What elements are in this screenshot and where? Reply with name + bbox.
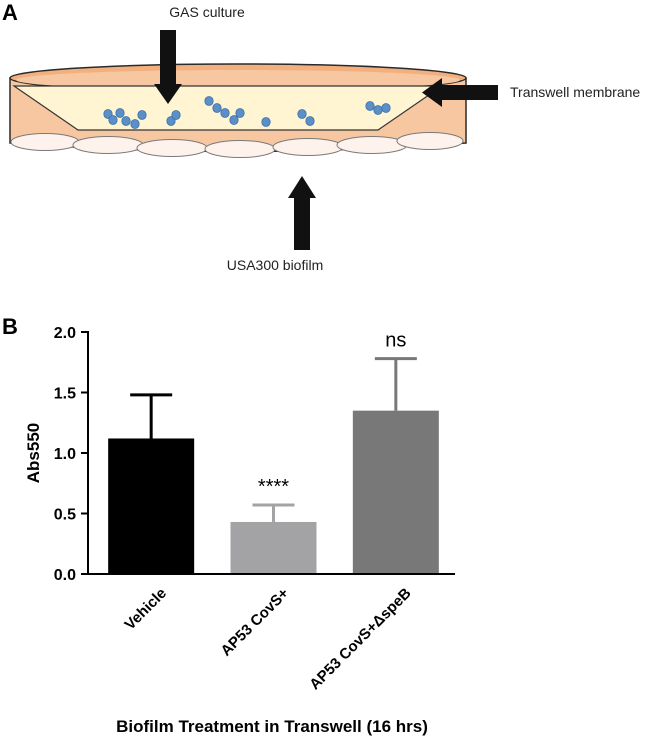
x-category-labels: Vehicle AP53 CovS+AP53 CovS+ΔspeB <box>121 585 414 694</box>
bar <box>108 438 195 574</box>
gas-culture-label: GAS culture <box>169 4 245 20</box>
y-axis-ticks: 0.0 0.5 1.0 1.5 2.0 <box>54 325 88 584</box>
significance-labels: **** ns <box>258 330 406 498</box>
error-bars <box>130 357 417 522</box>
dish-inner <box>16 70 460 90</box>
bar-chart: Abs550 0.0 0.5 1.0 1.5 2.0 **** ns Vehicle AP5… <box>24 325 455 736</box>
biofilm-arrow <box>288 176 316 250</box>
petri-dish-diagram <box>9 63 467 158</box>
biofilm-cells <box>10 132 464 158</box>
bars <box>108 410 439 574</box>
panel-a-letter: A <box>2 0 18 25</box>
x-category-label: AP53 CovS+ΔspeB <box>306 585 414 693</box>
y-tick-label: 2.0 <box>54 325 76 342</box>
y-tick-label: 0.5 <box>54 507 76 524</box>
y-axis-title: Abs550 <box>24 423 43 483</box>
bar <box>352 410 439 574</box>
significance-label: **** <box>258 476 289 498</box>
x-category-label: AP53 CovS+ <box>218 585 293 660</box>
gas-culture-arrow <box>154 30 182 104</box>
gas-cells <box>103 96 391 129</box>
transwell-membrane-arrow <box>422 78 498 107</box>
y-tick-label: 1.5 <box>54 386 76 403</box>
biofilm-label: USA300 biofilm <box>227 257 324 273</box>
transwell-insert <box>12 85 444 131</box>
y-tick-label: 1.0 <box>54 446 76 463</box>
y-tick-label: 0.0 <box>54 567 76 584</box>
transwell-membrane-label: Transwell membrane <box>510 84 640 100</box>
x-category-label: Vehicle <box>121 585 170 634</box>
x-axis-title: Biofilm Treatment in Transwell (16 hrs) <box>116 717 428 736</box>
significance-label: ns <box>385 330 406 352</box>
panel-b-letter: B <box>2 314 18 339</box>
bar <box>230 521 317 574</box>
